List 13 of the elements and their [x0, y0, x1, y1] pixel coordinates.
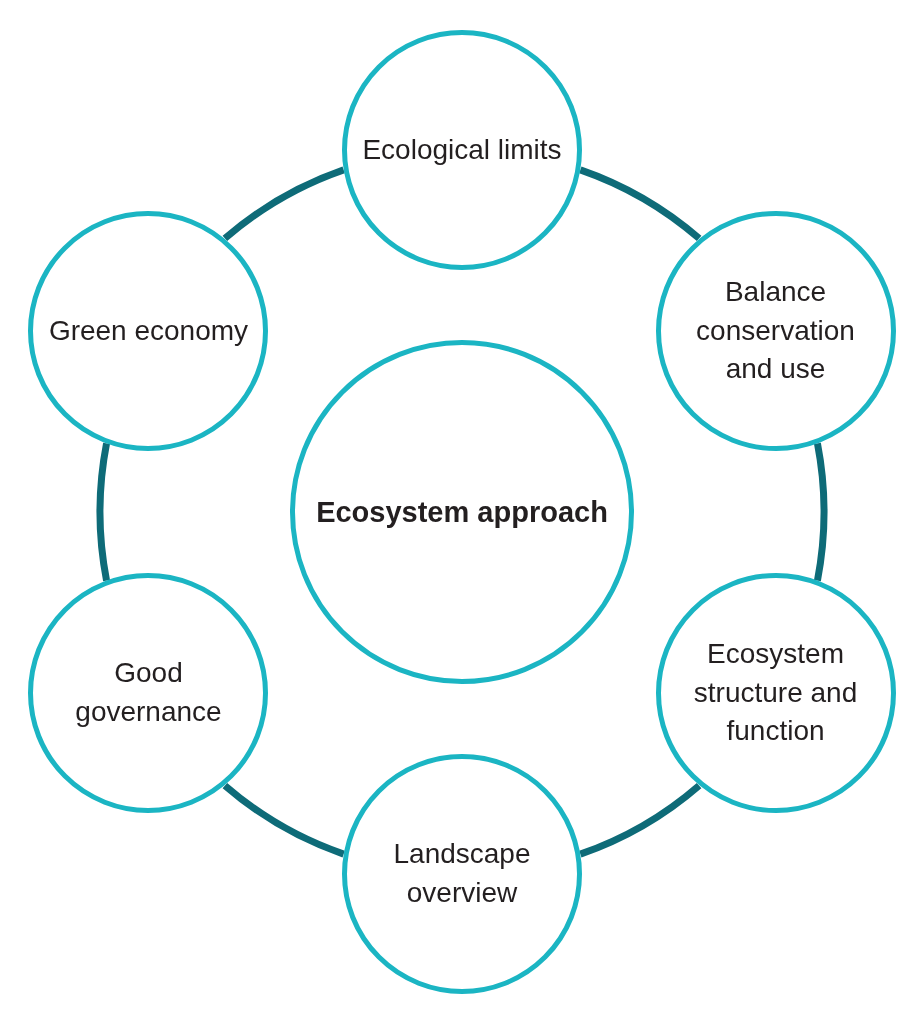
node-text: Balance conservation and use — [695, 275, 856, 387]
ring-connector — [222, 166, 345, 242]
node-text: Ecosystem approach — [316, 495, 608, 530]
ring-connector — [96, 442, 110, 582]
node-text: Good governance — [74, 656, 223, 729]
node-text: Landscape overview — [392, 837, 532, 910]
node-text: Ecosystem structure and function — [692, 637, 859, 749]
ring-connector — [579, 782, 702, 858]
ring-connector — [814, 442, 828, 582]
ring-connector — [579, 166, 702, 242]
node-text: Ecological limits — [362, 132, 562, 167]
ring-connector — [222, 782, 345, 858]
node-text: Green economy — [48, 313, 249, 348]
